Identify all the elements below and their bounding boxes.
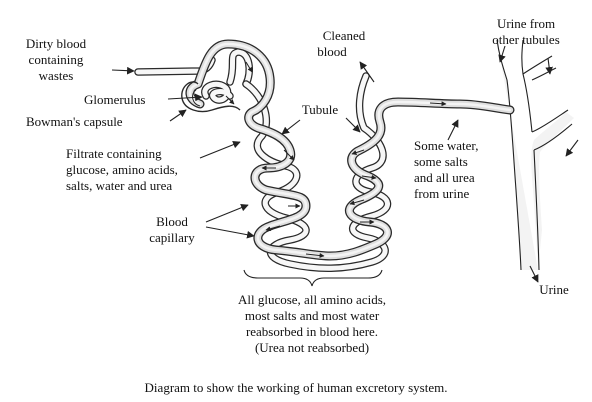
svg-text:(Urea not reabsorbed): (Urea not reabsorbed) bbox=[255, 340, 369, 355]
svg-text:other tubules: other tubules bbox=[492, 32, 560, 47]
label-urine: Urine bbox=[539, 282, 569, 297]
svg-text:containing: containing bbox=[29, 52, 84, 67]
collecting-duct bbox=[496, 39, 574, 271]
label-urine-from-other: Urine from other tubules bbox=[492, 16, 560, 47]
svg-text:Filtrate containing: Filtrate containing bbox=[66, 146, 162, 161]
svg-text:some salts: some salts bbox=[414, 154, 468, 169]
svg-text:All glucose, all amino acids,: All glucose, all amino acids, bbox=[238, 292, 386, 307]
label-cleaned-blood: Cleaned blood bbox=[317, 28, 366, 59]
svg-text:most salts and most water: most salts and most water bbox=[245, 308, 380, 323]
label-some-water: Some water, some salts and all urea from… bbox=[414, 138, 478, 201]
label-reabsorbed: All glucose, all amino acids, most salts… bbox=[238, 292, 386, 355]
svg-text:reabsorbed in blood here.: reabsorbed in blood here. bbox=[246, 324, 378, 339]
svg-text:blood: blood bbox=[317, 44, 347, 59]
label-tubule: Tubule bbox=[302, 102, 339, 117]
label-glomerulus: Glomerulus bbox=[84, 92, 145, 107]
svg-text:Some water,: Some water, bbox=[414, 138, 478, 153]
svg-text:capillary: capillary bbox=[149, 230, 195, 245]
svg-text:from urine: from urine bbox=[414, 186, 469, 201]
svg-text:Cleaned: Cleaned bbox=[323, 28, 366, 43]
diagram-caption: Diagram to show the working of human exc… bbox=[145, 380, 448, 395]
svg-text:Urine from: Urine from bbox=[497, 16, 555, 31]
label-filtrate: Filtrate containing glucose, amino acids… bbox=[66, 146, 178, 193]
label-dirty-blood: Dirty blood containing wastes bbox=[26, 36, 87, 83]
label-bowmans-capsule: Bowman's capsule bbox=[26, 114, 123, 129]
svg-text:and all urea: and all urea bbox=[414, 170, 475, 185]
flow-arrows bbox=[225, 61, 447, 258]
svg-text:Dirty blood: Dirty blood bbox=[26, 36, 87, 51]
svg-text:Blood: Blood bbox=[156, 214, 188, 229]
label-blood-capillary: Blood capillary bbox=[149, 214, 195, 245]
svg-text:glucose, amino acids,: glucose, amino acids, bbox=[66, 162, 178, 177]
reabsorption-brace bbox=[243, 269, 383, 287]
svg-text:wastes: wastes bbox=[39, 68, 74, 83]
kidney-tubule bbox=[181, 39, 515, 261]
svg-text:salts, water and urea: salts, water and urea bbox=[66, 178, 172, 193]
label-pointers bbox=[111, 45, 579, 283]
